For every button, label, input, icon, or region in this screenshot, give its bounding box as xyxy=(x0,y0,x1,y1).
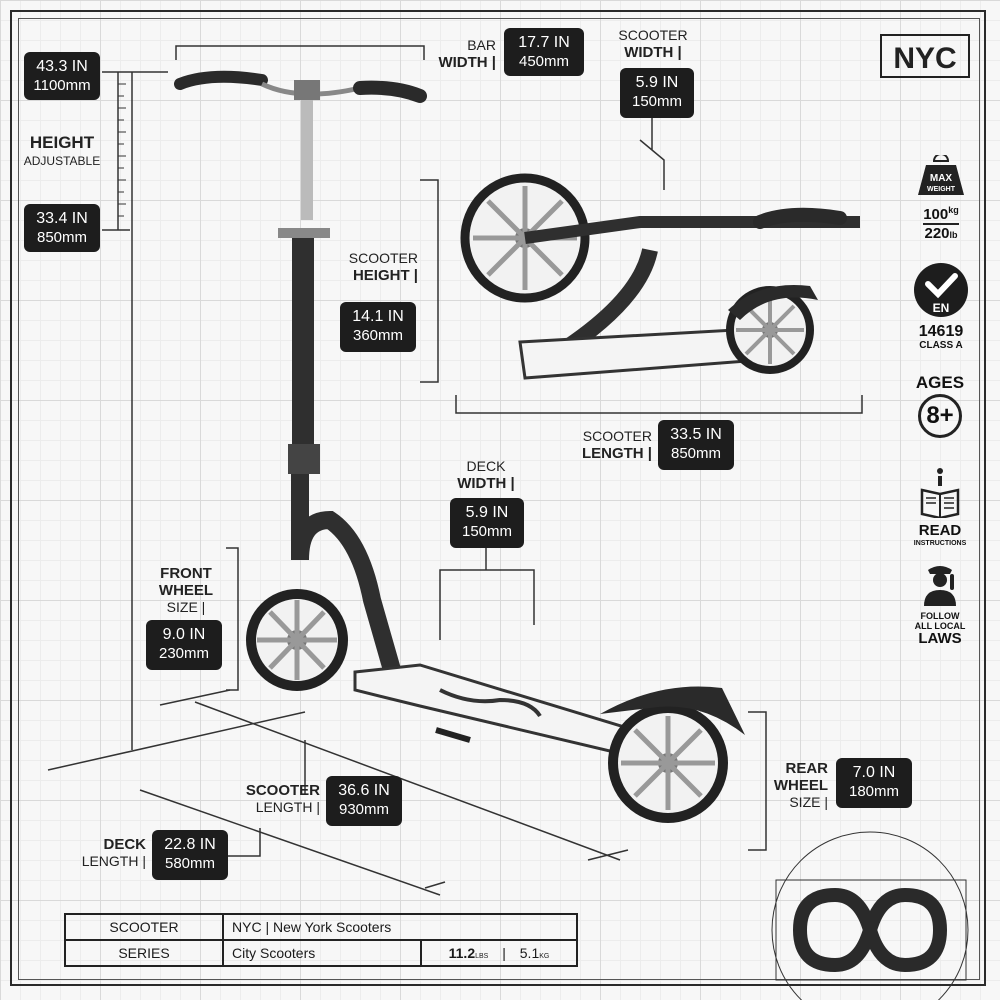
folded-length-line xyxy=(455,395,863,414)
table-key-scooter: SCOOTER xyxy=(64,913,224,941)
table-row: SCOOTER NYC | New York Scooters xyxy=(64,913,578,941)
weight-kg: 5.1 xyxy=(519,945,540,961)
weight-icon: MAX WEIGHT xyxy=(918,153,964,195)
local-laws-block: FOLLOW ALL LOCAL LAWS xyxy=(908,562,972,647)
max-weight-block: MAX WEIGHT 100kg 220lb xyxy=(910,153,972,244)
checkmark-icon: EN xyxy=(914,263,968,317)
table-row: SERIES City Scooters 11.2LBS | 5.1KG xyxy=(64,939,578,967)
rear-wheel-line xyxy=(748,711,767,851)
folded-width-line xyxy=(639,118,665,190)
table-weight: 11.2LBS | 5.1KG xyxy=(420,939,578,967)
weight-lbs: 11.2 xyxy=(448,945,476,961)
outer-frame xyxy=(10,10,986,986)
nyc-logo: NYC xyxy=(880,34,970,78)
table-key-series: SERIES xyxy=(64,939,224,967)
table-value-scooter: NYC | New York Scooters xyxy=(222,913,578,941)
svg-text:WEIGHT: WEIGHT xyxy=(927,186,956,193)
en-certification-block: EN 14619 CLASS A xyxy=(910,262,972,351)
folded-height-line xyxy=(420,179,439,383)
brand-emblem xyxy=(771,831,969,1000)
scooter-illustration xyxy=(174,70,745,823)
inner-frame xyxy=(18,18,980,980)
height-line xyxy=(117,72,133,750)
svg-text:EN: EN xyxy=(933,301,950,315)
read-instructions-block: READ INSTRUCTIONS xyxy=(908,466,972,548)
front-wheel-line xyxy=(226,547,239,691)
bar-width-line xyxy=(175,45,425,60)
deck-length-line xyxy=(139,789,446,896)
police-officer-icon xyxy=(924,566,956,606)
book-icon xyxy=(920,468,960,520)
scooter-length-line xyxy=(47,689,629,861)
folded-scooter-illustration xyxy=(460,173,860,380)
nyc-logo-text: NYC xyxy=(893,42,956,75)
table-value-series: City Scooters xyxy=(222,939,422,967)
spec-table: SCOOTER NYC | New York Scooters SERIES C… xyxy=(64,913,578,967)
ages-badge: 8+ xyxy=(918,394,962,438)
deck-width-line xyxy=(439,548,535,640)
svg-text:MAX: MAX xyxy=(930,173,953,184)
ages-block: AGES 8+ xyxy=(908,374,972,438)
